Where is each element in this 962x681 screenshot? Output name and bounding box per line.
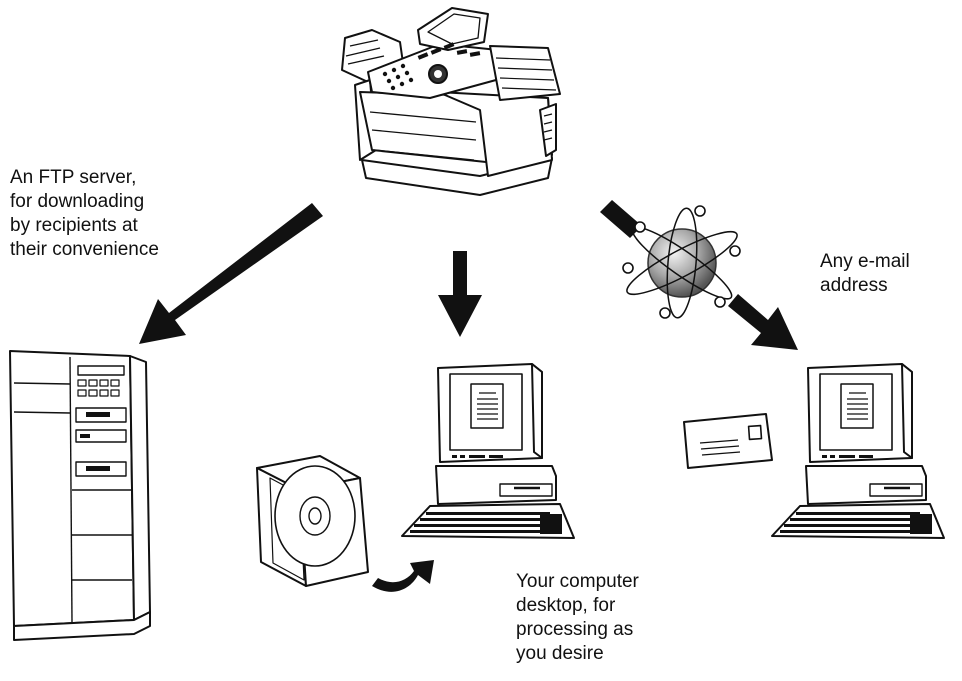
desktop-caption: Your computer desktop, for processing as…	[516, 571, 639, 664]
desktop-computer-icon	[401, 363, 575, 539]
email-address-caption: Any e-mail address	[820, 251, 910, 296]
arrow-to-ftp-server	[139, 203, 323, 344]
internet-globe-icon	[622, 205, 741, 319]
ftp-server-caption: An FTP server, for downloading by recipi…	[10, 167, 159, 260]
arrow-to-email-dash	[600, 200, 642, 238]
recipient-computer-icon	[771, 363, 945, 539]
fax-machine-icon	[341, 7, 561, 196]
envelope-icon	[683, 413, 773, 469]
ftp-server-tower-icon	[9, 350, 151, 641]
cd-to-computer-arrow	[372, 560, 434, 592]
arrow-to-desktop	[438, 251, 482, 337]
arrow-to-email-address	[728, 294, 798, 350]
cd-case-icon	[256, 455, 369, 587]
